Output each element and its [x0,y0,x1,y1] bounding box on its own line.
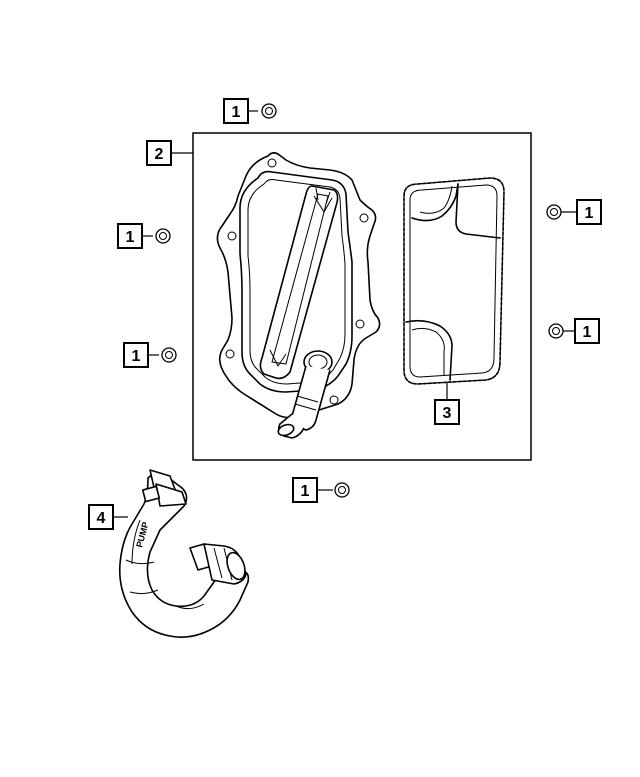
callout-nut-left-upper-label: 1 [126,229,135,246]
callout-nut-right-lower-label: 1 [583,324,592,341]
coolant-hose: PUMP [118,469,250,638]
callout-nut-bottom-label: 1 [301,483,310,500]
callout-nut-top[interactable]: 1 [223,98,258,124]
callout-housing[interactable]: 2 [146,140,193,166]
callout-hose-label: 4 [97,510,106,527]
callout-nut-left-upper[interactable]: 1 [117,223,153,249]
callout-gasket-label: 3 [443,405,452,422]
nut-right-upper-icon [546,204,562,220]
nut-right-lower-icon [548,323,564,339]
callout-nut-right-lower[interactable]: 1 [563,318,600,344]
callout-nut-bottom[interactable]: 1 [292,477,333,503]
callout-gasket[interactable]: 3 [434,383,460,425]
nut-bottom-icon [334,482,350,498]
gasket [403,177,505,385]
callout-nut-top-label: 1 [232,104,241,121]
callout-nut-right-upper-label: 1 [585,205,594,222]
oil-cooler-housing [216,152,381,439]
callout-housing-label: 2 [155,146,164,163]
nut-top-icon [261,103,277,119]
callout-hose[interactable]: 4 [88,504,128,530]
callout-nut-right-upper[interactable]: 1 [561,199,602,225]
assembly-frame [192,132,532,461]
nut-left-upper-icon [155,228,171,244]
callout-nut-left-lower[interactable]: 1 [123,342,159,368]
nut-left-lower-icon [161,347,177,363]
callout-nut-left-lower-label: 1 [132,348,141,365]
